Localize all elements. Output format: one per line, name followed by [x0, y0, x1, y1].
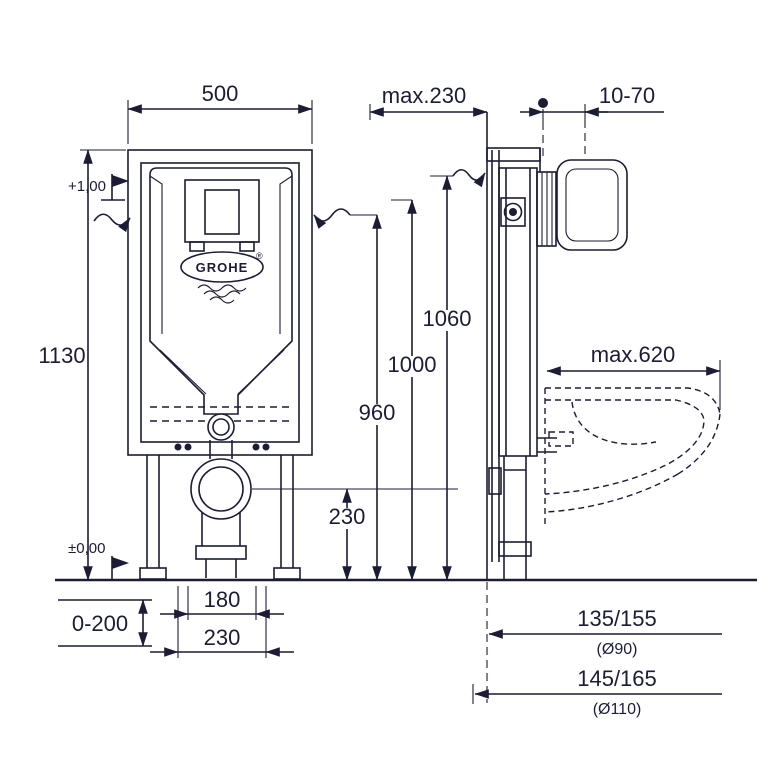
supply-squiggle-right-icon: [313, 208, 351, 229]
dim-10-70: 10-70: [520, 83, 664, 156]
dim-135-155: 135/155 (Ø90): [488, 606, 722, 658]
supply-squiggle-side-icon: [452, 168, 486, 188]
grohe-logo: GROHE ®: [180, 251, 264, 304]
dia-90-label: (Ø90): [597, 641, 638, 658]
level-top-label: +1,00: [68, 178, 106, 195]
dim-1000: 1000: [384, 199, 440, 581]
dim-max620: max.620: [546, 342, 721, 410]
dim-145-165: 145/165 (Ø110): [472, 666, 722, 718]
dim-1130: 1130: [38, 149, 126, 581]
dim-230-outlet: 230: [252, 488, 458, 581]
level-flag-icon: [101, 174, 129, 201]
cistern: [149, 167, 293, 415]
dim-230-fixing-label: 230: [204, 625, 241, 650]
dim-135-155-label: 135/155: [577, 606, 657, 631]
front-dimensions: 500 1130 +1,00 ±0,00: [38, 81, 486, 658]
dim-180: 180: [160, 586, 284, 620]
grohe-registered: ®: [256, 251, 263, 261]
dim-max620-label: max.620: [591, 342, 675, 367]
dim-max230: max.230: [369, 83, 488, 120]
dim-500-label: 500: [202, 81, 239, 106]
dim-1130-label: 1130: [38, 343, 85, 368]
flush-bend-and-outlet: [190, 413, 252, 578]
front-view: GROHE ®: [127, 149, 313, 580]
dim-180-label: 180: [204, 587, 241, 612]
dim-10-70-label: 10-70: [599, 83, 655, 108]
wall-reference-dot-icon: [538, 98, 548, 108]
dim-1060-label: 1060: [423, 306, 472, 331]
dim-0-200-label: 0-200: [72, 611, 128, 636]
wc-bowl-outline: [544, 387, 721, 528]
level-flag-icon: [111, 556, 129, 580]
dim-1000-label: 1000: [388, 352, 437, 377]
dim-1060: 1060: [419, 168, 486, 581]
level-floor-label: ±0,00: [68, 540, 105, 557]
flush-plate: [536, 159, 628, 251]
dim-max230-label: max.230: [382, 83, 466, 108]
level-mark-floor: ±0,00: [68, 540, 129, 580]
dim-960-label: 960: [359, 400, 396, 425]
water-waves-icon: [197, 284, 247, 304]
side-flush-pipe: [488, 437, 557, 580]
bowl-fixing-points: [174, 443, 270, 451]
grohe-brand-label: GROHE: [196, 260, 249, 275]
level-mark-top: +1,00: [68, 174, 129, 201]
dim-0-200: 0-200: [58, 599, 152, 647]
side-view: [486, 112, 721, 703]
dim-230-fixing: 230: [150, 586, 294, 658]
dim-500: 500: [127, 81, 313, 144]
dim-230-outlet-label: 230: [329, 504, 366, 529]
dim-145-165-label: 145/165: [577, 666, 657, 691]
mounting-frame: [127, 149, 313, 580]
side-dimensions: max.230 10-70 max.620 135/155 (Ø90): [369, 83, 722, 718]
supply-squiggle-left-icon: [93, 213, 131, 233]
dim-960: 960: [313, 208, 399, 581]
filling-valve: [500, 197, 526, 227]
dia-110-label: (Ø110): [593, 701, 642, 718]
